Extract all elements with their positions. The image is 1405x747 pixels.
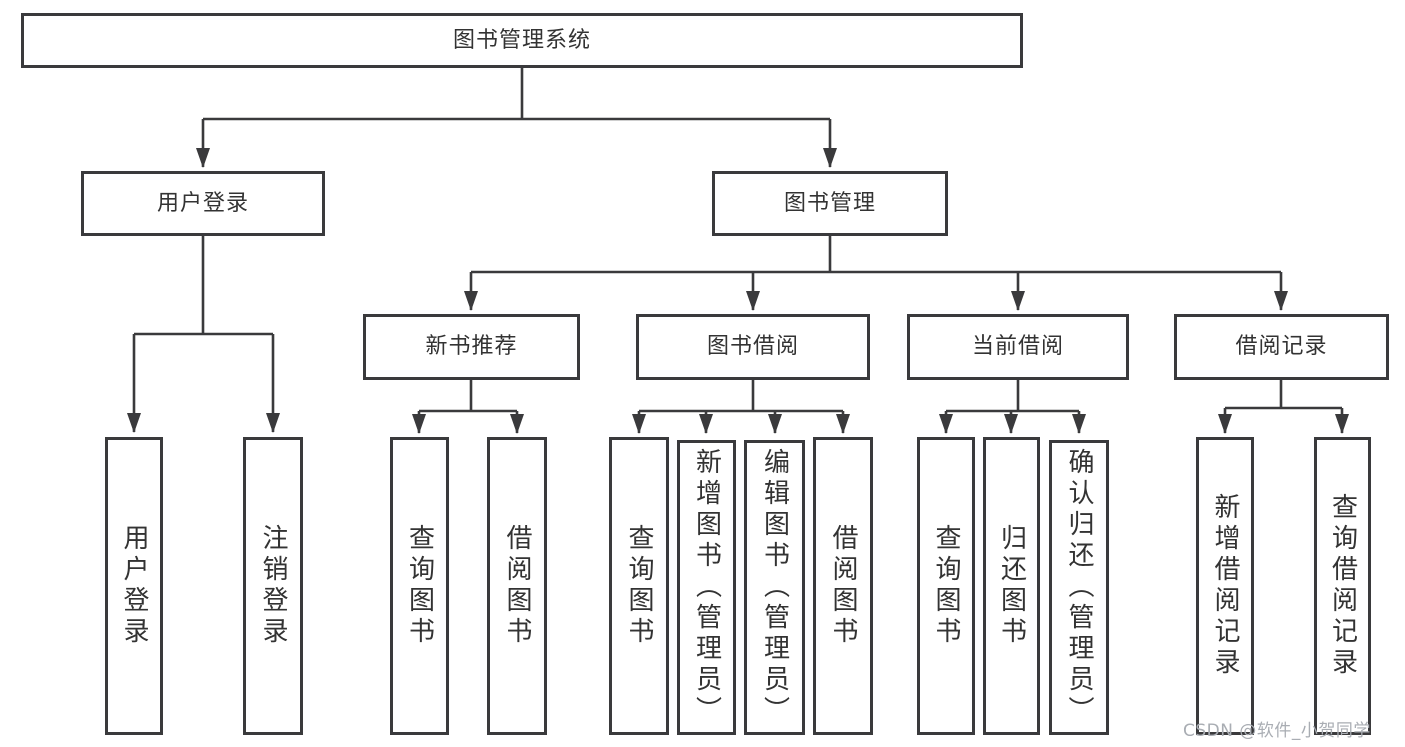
leaf-bb-borrow-books-label: 借阅图书 — [828, 524, 858, 648]
leaf-bb-query-books: 查询图书 — [609, 437, 669, 735]
connector-trunks — [134, 68, 1342, 413]
leaf-user-login-label: 用户登录 — [119, 524, 149, 648]
node-borrowing-records-label: 借阅记录 — [1235, 334, 1328, 359]
leaf-logout: 注销登录 — [243, 437, 303, 735]
leaf-logout-label: 注销登录 — [258, 524, 288, 648]
node-user-login: 用户登录 — [81, 171, 325, 236]
leaf-cb-return-books: 归还图书 — [983, 437, 1040, 735]
node-current-borrowing: 当前借阅 — [907, 314, 1129, 380]
leaf-cb-query-books: 查询图书 — [917, 437, 975, 735]
node-book-management: 图书管理 — [712, 171, 948, 236]
leaf-bb-add-books-admin-label: 新增图书（管理员） — [691, 448, 722, 727]
leaf-nb-query-books: 查询图书 — [390, 437, 449, 735]
leaf-nb-borrow-books-label: 借阅图书 — [502, 524, 532, 648]
leaf-nb-query-books-label: 查询图书 — [404, 524, 435, 648]
node-new-book-recommend: 新书推荐 — [363, 314, 580, 380]
leaf-br-add-record: 新增借阅记录 — [1196, 437, 1254, 735]
leaf-bb-query-books-label: 查询图书 — [624, 524, 654, 648]
leaf-bb-borrow-books: 借阅图书 — [813, 437, 873, 735]
leaf-bb-add-books-admin: 新增图书（管理员） — [677, 440, 736, 735]
node-root-label: 图书管理系统 — [452, 27, 591, 53]
node-user-login-label: 用户登录 — [156, 190, 249, 216]
leaf-bb-edit-books-admin-label: 编辑图书（管理员） — [759, 448, 790, 727]
node-borrowing-records: 借阅记录 — [1174, 314, 1389, 380]
csdn-watermark: CSDN @软件_小贺同学 — [1183, 721, 1371, 741]
leaf-cb-return-books-label: 归还图书 — [996, 524, 1027, 648]
leaf-cb-confirm-return-admin-label: 确认归还（管理员） — [1064, 448, 1094, 727]
leaf-br-query-record-label: 查询借阅记录 — [1327, 493, 1358, 679]
leaf-cb-confirm-return-admin: 确认归还（管理员） — [1049, 440, 1109, 735]
node-current-borrowing-label: 当前借阅 — [971, 334, 1064, 359]
node-book-borrowing-label: 图书借阅 — [706, 334, 799, 359]
leaf-cb-query-books-label: 查询图书 — [931, 524, 961, 648]
leaf-br-add-record-label: 新增借阅记录 — [1210, 493, 1240, 679]
leaf-nb-borrow-books: 借阅图书 — [487, 437, 547, 735]
node-new-book-recommend-label: 新书推荐 — [425, 334, 518, 359]
node-book-management-label: 图书管理 — [783, 190, 876, 216]
node-book-borrowing: 图书借阅 — [636, 314, 870, 380]
leaf-br-query-record: 查询借阅记录 — [1314, 437, 1371, 735]
leaf-user-login: 用户登录 — [105, 437, 163, 735]
leaf-bb-edit-books-admin: 编辑图书（管理员） — [744, 440, 805, 735]
node-root-library-system: 图书管理系统 — [21, 13, 1023, 68]
